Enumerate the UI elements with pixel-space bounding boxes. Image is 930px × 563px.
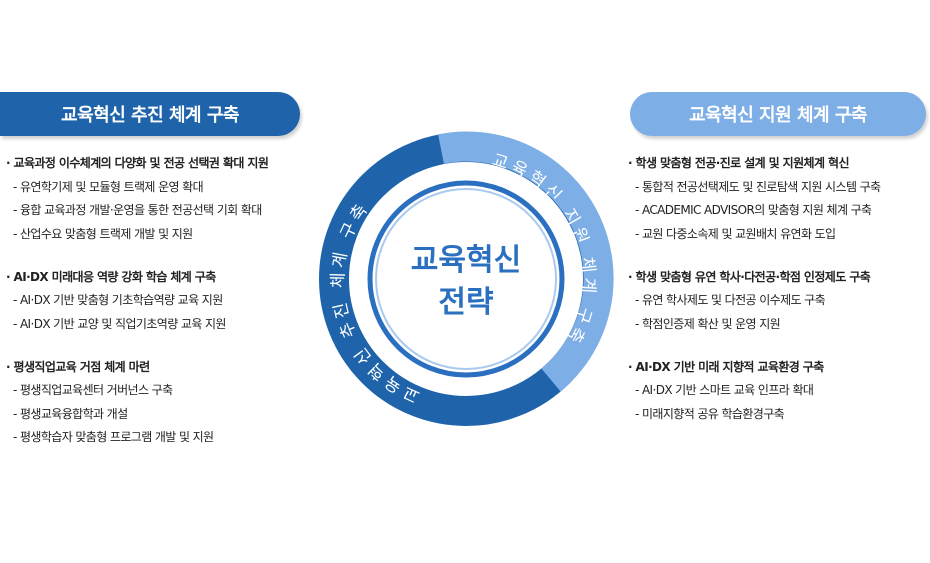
sub-item: - 융합 교육과정 개발·운영을 통한 전공선택 기회 확대 bbox=[13, 203, 262, 217]
sub-item: - 유연 학사제도 및 다전공 이수제도 구축 bbox=[635, 293, 826, 307]
item-group: · AI·DX 기반 미래 지향적 교육환경 구축 - AI·DX 기반 스마트 … bbox=[628, 356, 928, 427]
item-group: · 교육과정 이수체계의 다양화 및 전공 선택권 확대 지원 - 유연학기제 및… bbox=[6, 152, 326, 246]
push-system-list: · 교육과정 이수체계의 다양화 및 전공 선택권 확대 지원 - 유연학기제 및… bbox=[6, 152, 326, 469]
support-system-header: 교육혁신 지원 체계 구축 bbox=[630, 92, 926, 136]
item-group: · 학생 맞춤형 전공·진로 설계 및 지원체계 혁신 - 통합적 전공선택제도 … bbox=[628, 152, 928, 246]
group-heading: · 평생직업교육 거점 체계 마련 bbox=[6, 359, 150, 374]
center-inner-line bbox=[375, 188, 557, 370]
group-heading: · 학생 맞춤형 전공·진로 설계 및 지원체계 혁신 bbox=[628, 156, 849, 170]
item-group: · 평생직업교육 거점 체계 마련 - 평생직업교육센터 거버넌스 구축 - 평생교… bbox=[6, 356, 326, 450]
item-group: · 학생 맞춤형 유연 학사·다전공·학점 인정제도 구축 - 유연 학사제도 및… bbox=[628, 266, 928, 337]
sub-item: - 평생교육융합학과 개설 bbox=[13, 406, 128, 421]
push-system-header: 교육혁신 추진 체계 구축 bbox=[0, 92, 300, 136]
ring-light-segment bbox=[438, 131, 614, 392]
item-group: · AI·DX 미래대응 역량 강화 학습 체계 구축 - AI·DX 기반 맞춤… bbox=[6, 266, 326, 337]
sub-item: - ACADEMIC ADVISOR의 맞춤형 지원 체계 구축 bbox=[635, 203, 872, 217]
strategy-ring-diagram: 교육혁신 추진 체계 구축 교육혁신 지원 체계 구축 교육혁신 전략 bbox=[319, 131, 614, 426]
sub-item: - 교원 다중소속제 및 교원배치 유연화 도입 bbox=[635, 226, 836, 241]
sub-item: - AI·DX 기반 스마트 교육 인프라 확대 bbox=[635, 383, 814, 397]
group-heading: · AI·DX 기반 미래 지향적 교육환경 구축 bbox=[628, 359, 824, 374]
push-system-title: 교육혁신 추진 체계 구축 bbox=[61, 105, 239, 126]
center-title-line1: 교육혁신 bbox=[411, 243, 521, 278]
group-heading: · AI·DX 미래대응 역량 강화 학습 체계 구축 bbox=[6, 269, 216, 284]
group-heading: · 교육과정 이수체계의 다양화 및 전공 선택권 확대 지원 bbox=[6, 156, 269, 170]
sub-item: - 통합적 전공선택제도 및 진로탐색 지원 시스템 구축 bbox=[635, 179, 881, 194]
sub-item: - AI·DX 기반 교양 및 직업기초역량 교육 지원 bbox=[13, 316, 226, 331]
support-system-list: · 학생 맞춤형 전공·진로 설계 및 지원체계 혁신 - 통합적 전공선택제도 … bbox=[628, 152, 928, 446]
sub-item: - 평생학습자 맞춤형 프로그램 개발 및 지원 bbox=[13, 430, 214, 444]
sub-item: - 산업수요 맞춤형 트랙제 개발 및 지원 bbox=[13, 226, 193, 241]
center-circle bbox=[367, 180, 565, 378]
center-title-line2: 전략 bbox=[438, 285, 494, 320]
sub-item: - 유연학기제 및 모듈형 트랙제 운영 확대 bbox=[13, 179, 204, 194]
sub-item: - 학점인증제 확산 및 운영 지원 bbox=[635, 316, 781, 331]
sub-item: - 미래지향적 공유 학습환경구축 bbox=[635, 406, 785, 421]
sub-item: - AI·DX 기반 맞춤형 기초학습역량 교육 지원 bbox=[13, 293, 223, 307]
group-heading: · 학생 맞춤형 유연 학사·다전공·학점 인정제도 구축 bbox=[628, 269, 871, 284]
sub-item: - 평생직업교육센터 거버넌스 구축 bbox=[13, 383, 173, 397]
support-system-title: 교육혁신 지원 체계 구축 bbox=[689, 105, 867, 126]
